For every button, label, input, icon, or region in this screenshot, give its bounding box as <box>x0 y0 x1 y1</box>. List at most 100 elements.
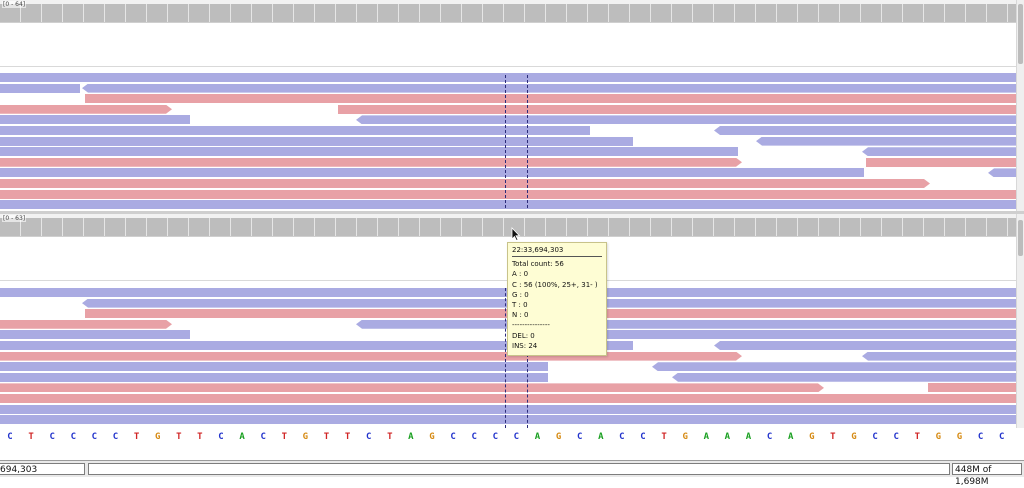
coverage-bar <box>777 218 798 236</box>
reference-base: G <box>956 432 963 442</box>
reference-base: C <box>260 432 266 442</box>
reference-base: T <box>387 432 393 442</box>
read-alignment[interactable] <box>0 73 1016 82</box>
reference-base: A <box>745 432 752 442</box>
read-alignment[interactable] <box>0 362 548 372</box>
read-alignment[interactable] <box>0 168 864 178</box>
read-alignment[interactable] <box>0 115 190 125</box>
read-alignment[interactable] <box>714 341 1016 350</box>
reference-base: G <box>429 432 435 442</box>
read-alignment[interactable] <box>928 383 1016 393</box>
reference-base: C <box>619 432 625 442</box>
reference-base: C <box>471 432 477 442</box>
scrollbar-thumb-1[interactable] <box>1018 4 1023 64</box>
read-alignment[interactable] <box>0 404 1016 414</box>
read-alignment[interactable] <box>0 136 633 146</box>
read-alignment[interactable] <box>0 147 738 157</box>
read-alignment[interactable] <box>0 200 1016 210</box>
read-alignment[interactable] <box>0 383 824 392</box>
read-alignment[interactable] <box>672 372 1016 382</box>
read-alignment[interactable] <box>0 330 190 340</box>
reference-base: C <box>766 432 773 442</box>
reference-base: T <box>661 432 667 442</box>
status-memory[interactable]: 448M of 1,698M <box>952 463 1022 487</box>
coverage-range-label-1: [0 - 64] <box>2 1 27 8</box>
read-alignment[interactable] <box>0 394 1016 403</box>
tooltip-c: C : 56 (100%, 25+, 31- ) <box>512 280 598 289</box>
coverage-track-1[interactable] <box>0 0 1016 23</box>
coverage-bar <box>399 4 420 22</box>
read-alignment[interactable] <box>85 94 1016 104</box>
coverage-bar <box>462 4 483 22</box>
read-alignment[interactable] <box>0 341 633 350</box>
coverage-bar <box>693 218 714 236</box>
read-alignment[interactable] <box>0 179 930 188</box>
read-alignment[interactable] <box>0 415 1016 425</box>
read-alignment[interactable] <box>0 83 80 93</box>
coverage-bar <box>504 218 525 236</box>
read-alignment[interactable] <box>0 320 172 329</box>
reference-base: C <box>872 432 878 442</box>
read-alignment[interactable] <box>0 105 172 114</box>
insertion-marker-left <box>505 288 506 428</box>
reference-base: T <box>197 432 203 442</box>
read-alignment[interactable] <box>866 157 1016 167</box>
reference-base: G <box>935 432 942 442</box>
coverage-bar <box>1008 218 1016 236</box>
coverage-bar <box>840 4 861 22</box>
coverage-track-2[interactable] <box>0 214 1016 237</box>
coverage-bar <box>42 218 63 236</box>
coverage-bar <box>336 218 357 236</box>
scrollbar-track-1[interactable] <box>1016 0 1024 211</box>
read-alignment[interactable] <box>988 168 1016 178</box>
read-alignment[interactable] <box>862 351 1016 361</box>
read-alignment[interactable] <box>356 319 1016 329</box>
read-alignment[interactable] <box>0 372 548 382</box>
coverage-bar <box>357 218 378 236</box>
read-alignment[interactable] <box>530 330 1016 340</box>
coverage-bar <box>714 4 735 22</box>
read-alignment[interactable] <box>862 147 1016 157</box>
panel-divider[interactable] <box>0 211 1024 214</box>
coverage-bar <box>378 4 399 22</box>
coverage-bar <box>693 4 714 22</box>
scrollbar-track-2[interactable] <box>1016 214 1024 428</box>
insertion-marker-right <box>527 288 528 428</box>
alignment-track-1[interactable]: [0 - 64] <box>0 0 1016 211</box>
reference-base: C <box>70 432 76 442</box>
coverage-bar <box>84 218 105 236</box>
status-bar: 694,303 448M of 1,698M <box>0 460 1024 487</box>
scrollbar-thumb-2[interactable] <box>1018 220 1023 256</box>
coverage-bar <box>168 218 189 236</box>
read-alignment[interactable] <box>82 83 1016 93</box>
coverage-bar <box>756 218 777 236</box>
tooltip-t: T : 0 <box>512 301 528 310</box>
reference-base: C <box>893 432 899 442</box>
reference-base: C <box>365 432 372 442</box>
coverage-bar <box>210 4 231 22</box>
read-alignment[interactable] <box>652 362 1016 372</box>
read-alignment[interactable] <box>356 115 1016 125</box>
read-alignment[interactable] <box>0 189 1016 199</box>
tooltip-rule <box>512 256 602 258</box>
read-alignment[interactable] <box>756 136 1016 146</box>
read-alignment[interactable] <box>714 126 1016 135</box>
coverage-bar <box>714 218 735 236</box>
coverage-bar <box>798 218 819 236</box>
coverage-bar <box>525 218 546 236</box>
coverage-range-label-2: [0 - 63] <box>2 215 27 222</box>
reference-base: G <box>555 432 562 442</box>
status-position: 694,303 <box>0 463 85 475</box>
coverage-bar <box>147 218 168 236</box>
read-alignment[interactable] <box>0 158 742 167</box>
tooltip-total: Total count: 56 <box>512 260 564 269</box>
mouse-cursor-icon <box>511 227 521 241</box>
coverage-bar <box>483 218 504 236</box>
coverage-bar <box>126 218 147 236</box>
read-alignment[interactable] <box>0 126 590 135</box>
coverage-bar <box>861 218 882 236</box>
coverage-bar <box>840 218 861 236</box>
read-alignment[interactable] <box>0 352 742 361</box>
read-alignment[interactable] <box>338 104 1016 114</box>
